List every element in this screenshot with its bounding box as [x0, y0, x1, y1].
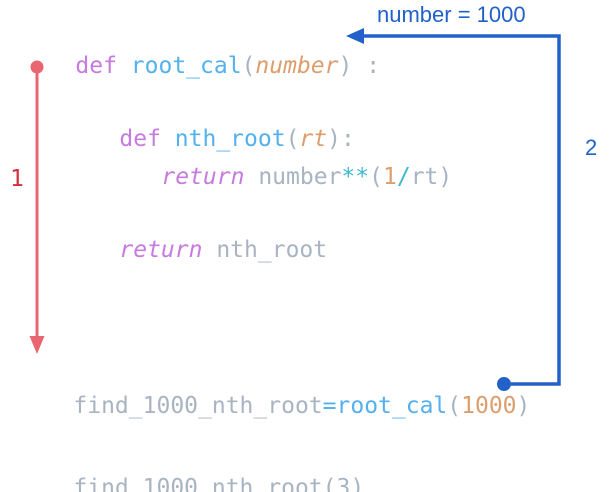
code-line-function-call: find_1000_nth_root(3) [18, 451, 364, 492]
code-line-return-nth-root: return nth_root [64, 213, 327, 289]
code-token-parameter: rt [299, 126, 328, 153]
code-token-function: nth_root [174, 126, 286, 153]
code-token-paren: ) [516, 393, 531, 420]
code-token-equals: = [322, 393, 337, 420]
code-token-paren: ( [241, 53, 256, 80]
code-token-keyword: return [119, 237, 217, 264]
code-line-assignment: find_1000_nth_root=root_cal(1000) [18, 369, 530, 445]
code-token-paren: ( [285, 126, 300, 153]
code-token-variable: find_1000_nth_root(3) [73, 475, 365, 492]
code-token-variable: find_1000_nth_root [73, 393, 323, 420]
code-line-return-expression: return number**(1/rt) [106, 140, 452, 216]
code-token-variable: nth_root [216, 237, 328, 264]
step-1-label: 1 [10, 166, 24, 192]
code-token-paren: ( [447, 393, 462, 420]
code-token-parameter: number [255, 53, 339, 80]
red-arrowhead [29, 336, 45, 354]
code-token-paren: ( [369, 164, 383, 191]
code-token-paren: ) [438, 164, 453, 191]
code-token-keyword: return [161, 164, 259, 191]
code-token-function: root_cal [336, 393, 448, 420]
code-line-def-root-cal: def root_cal(number) : [20, 29, 380, 105]
code-token-number: 1000 [461, 393, 517, 420]
code-token-number: 1 [382, 164, 397, 191]
closure-value-label: number = 1000 [377, 2, 526, 27]
code-token-paren: ) : [338, 53, 381, 80]
code-token-keyword: def [75, 53, 131, 80]
code-line-def-nth-root: def nth_root(rt): [64, 102, 355, 178]
code-token-operator: ** [341, 164, 370, 191]
code-token-variable: number [258, 164, 342, 191]
code-token-function: root_cal [130, 53, 242, 80]
code-token-keyword: def [119, 126, 175, 153]
code-token-paren: ): [327, 126, 355, 153]
code-token-variable: rt [410, 164, 439, 191]
code-token-operator: / [396, 164, 411, 191]
step-2-label: 2 [585, 135, 598, 160]
